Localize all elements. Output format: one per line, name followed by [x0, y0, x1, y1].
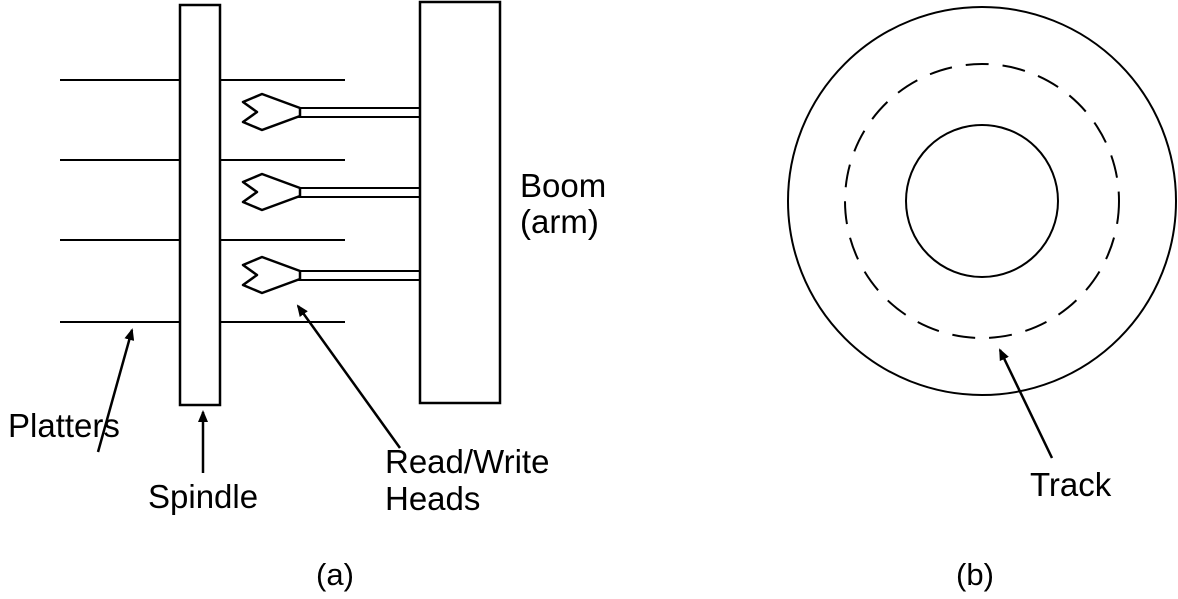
read-write-heads	[241, 92, 302, 295]
platter-lines-right	[220, 79, 345, 323]
read-write-head-shape	[241, 255, 302, 295]
boom-rect	[418, 0, 502, 405]
track-arrow	[998, 348, 1054, 459]
platter-lines-left	[60, 79, 180, 323]
caption-b: (b)	[956, 557, 994, 592]
track-label: Track	[1030, 466, 1112, 503]
platters-arrow	[96, 328, 135, 453]
head-arm-rect	[295, 187, 423, 198]
track-dashed-circle	[844, 63, 1120, 339]
spindle-rect	[178, 3, 222, 407]
boom-label-line2: (arm)	[520, 203, 599, 240]
spindle-label: Spindle	[148, 478, 258, 515]
read-write-heads-arrow	[296, 304, 402, 449]
read-write-head-shape	[241, 92, 302, 132]
head-arms	[295, 107, 423, 281]
read-write-label-line2: Heads	[385, 480, 480, 517]
platters-label: Platters	[8, 407, 120, 444]
boom-label-line1: Boom	[520, 167, 606, 204]
head-arm-rect	[295, 107, 423, 118]
read-write-label-line1: Read/Write	[385, 443, 549, 480]
caption-a: (a)	[316, 557, 354, 592]
read-write-head-shape	[241, 172, 302, 212]
hub-inner-circle	[905, 124, 1059, 278]
head-arm-rect	[295, 270, 423, 281]
annotation-arrows-a	[96, 304, 402, 473]
